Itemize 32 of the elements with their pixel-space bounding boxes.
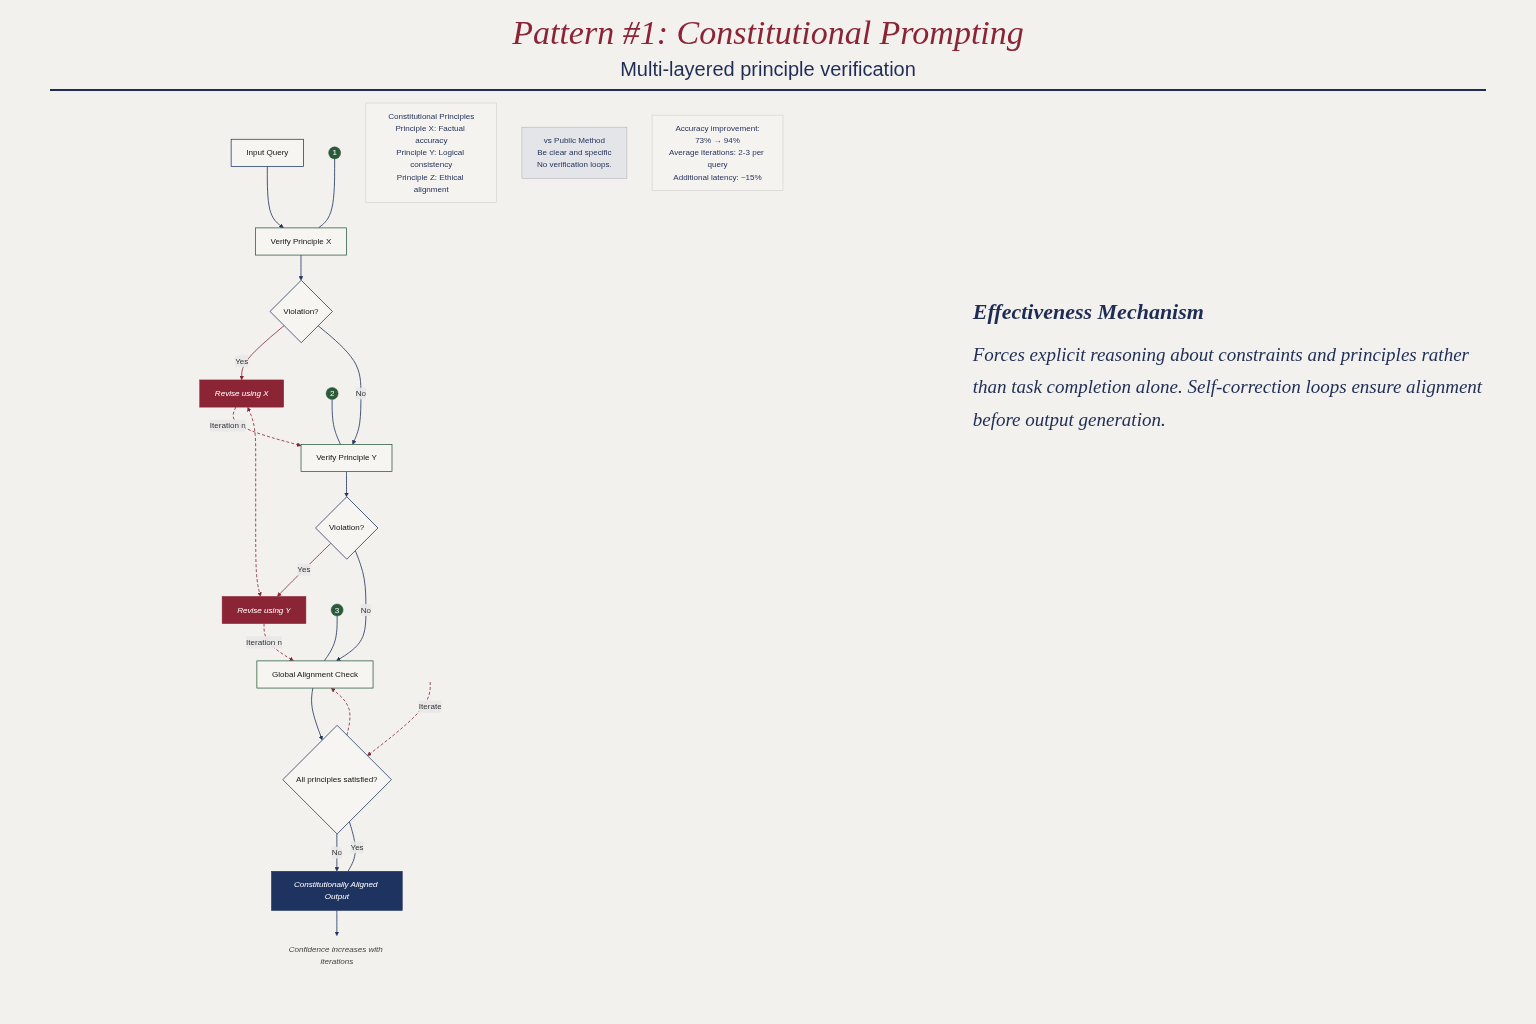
subtitle: Multi-layered principle verification [620,58,916,81]
section-heading: Effectiveness Mechanism [972,299,1204,325]
edge-label: Yes [235,356,249,366]
node-box: Input Query [230,138,304,167]
connector [331,399,341,445]
node-circle: 2 [325,387,339,400]
node-box: Revise using Y [221,596,307,624]
node-box: vs Public Method Be clear and specific No verification loops. [521,126,628,179]
node-box: Constitutionally Aligned Output [271,871,403,911]
connector [323,615,338,662]
edge-label: Yes [350,842,364,852]
edge-label: Iteration n [246,637,282,647]
node-box: Revise using X [199,379,284,408]
node-box: Verify Principle Y [300,444,393,472]
edge-label: Iteration n [209,421,246,430]
edge-label: No [360,605,372,615]
edge-label: No [355,389,367,398]
connector [318,158,336,229]
diagram-title: Pattern #1: Constitutional Prompting [512,14,1024,52]
node-box: Verify Principle X [255,227,347,256]
node-circle: 1 [328,146,341,160]
edge-label: Yes [297,565,311,574]
description-text: Forces explicit reasoning about constraints and principles rather than task completion alone. Self-correction loops ensure alignment before output generation. [972,343,1484,432]
node-diamond: Violation? [269,279,333,344]
node-diamond: Violation? [315,496,379,560]
edge-label: No [331,848,343,857]
node-diamond: All principles satisfied? [282,724,392,835]
node-box: Global Alignment Check [256,660,374,689]
edge-label: Iterate [418,702,442,711]
node-circle: 3 [330,603,344,617]
node-text: Confidence increases with iterations [288,944,383,966]
node-box: Accuracy improvement: 73% → 94% Average iterations: 2-3 per query Additional latency: ~15% [651,114,784,191]
